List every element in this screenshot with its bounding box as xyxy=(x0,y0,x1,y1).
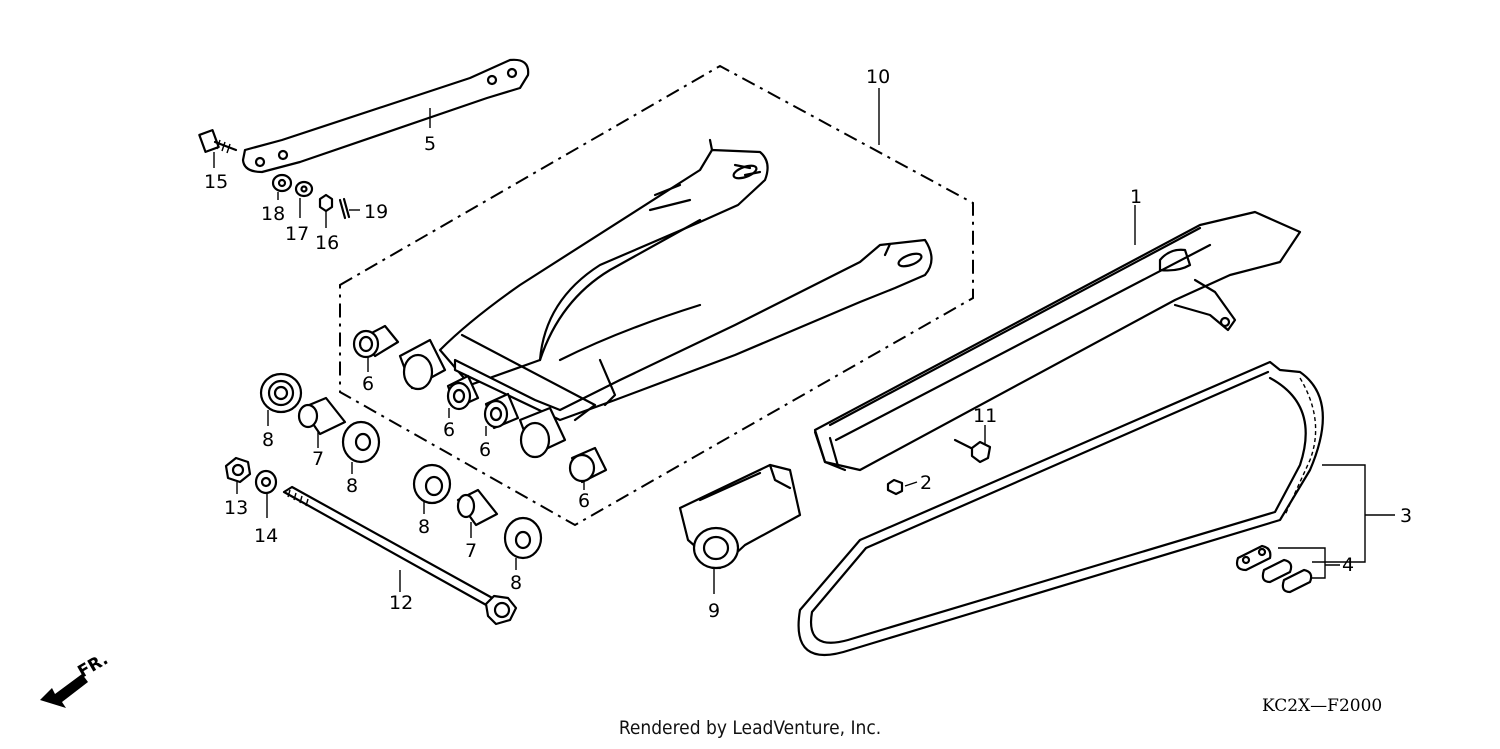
callout-15: 15 xyxy=(204,171,228,193)
callout-6c: 6 xyxy=(479,439,491,461)
pivot-collar-6f[interactable] xyxy=(568,446,608,484)
rendered-by-credit: Rendered by LeadVenture, Inc. xyxy=(618,717,882,739)
callout-17: 17 xyxy=(285,223,309,245)
callout-10: 10 xyxy=(866,66,890,88)
drive-chain-3[interactable] xyxy=(797,360,1324,657)
bolt-15[interactable] xyxy=(198,129,238,154)
washer-17[interactable] xyxy=(294,180,314,198)
washer-14[interactable] xyxy=(254,469,278,495)
bearing-8a[interactable] xyxy=(259,372,303,414)
callout-5: 5 xyxy=(424,133,436,155)
bolt-2[interactable] xyxy=(886,478,904,496)
swingarm-assembly-outline xyxy=(339,64,974,527)
swingarm[interactable] xyxy=(438,138,933,422)
callout-4: 4 xyxy=(1342,554,1354,576)
front-direction-arrow-icon: FR. xyxy=(40,649,112,708)
pivot-collar-6b[interactable] xyxy=(398,338,447,391)
washer-18[interactable] xyxy=(271,173,293,193)
callout-18: 18 xyxy=(261,203,285,225)
callout-14: 14 xyxy=(254,525,278,547)
callout-8b: 8 xyxy=(346,475,358,497)
callout-6d: 6 xyxy=(578,490,590,512)
callout-3: 3 xyxy=(1400,505,1412,527)
callout-11: 11 xyxy=(973,405,997,427)
callout-7a: 7 xyxy=(312,448,324,470)
collar-7a[interactable] xyxy=(297,396,347,436)
leader-lines xyxy=(213,88,1395,594)
collar-7b[interactable] xyxy=(456,488,499,527)
pivot-bolt-12[interactable] xyxy=(282,485,518,626)
callout-7b: 7 xyxy=(465,540,477,562)
bearing-8c[interactable] xyxy=(412,463,452,505)
callout-19: 19 xyxy=(364,201,388,223)
nut-13[interactable] xyxy=(224,456,252,484)
diagram-code: KC2X—F2000 xyxy=(1262,696,1383,716)
callout-8d: 8 xyxy=(510,572,522,594)
bearing-8d[interactable] xyxy=(503,516,543,560)
pivot-collar-6a[interactable] xyxy=(352,324,400,359)
pivot-collar-6e[interactable] xyxy=(518,406,567,459)
callout-8a: 8 xyxy=(262,429,274,451)
cotter-pin-19[interactable] xyxy=(338,197,351,220)
bearing-8b[interactable] xyxy=(341,420,381,464)
callout-12: 12 xyxy=(389,592,413,614)
callout-1: 1 xyxy=(1130,186,1142,208)
pivot-collar-6c[interactable] xyxy=(446,374,480,411)
callout-numbers: 1 2 3 4 5 6 6 6 6 7 7 8 8 8 8 9 10 11 12… xyxy=(204,66,1412,622)
master-link-4[interactable] xyxy=(1235,544,1313,594)
callout-2: 2 xyxy=(920,472,932,494)
nut-16[interactable] xyxy=(318,193,334,213)
chain-slider-9[interactable] xyxy=(678,463,802,570)
torque-link[interactable] xyxy=(241,58,530,174)
callout-8c: 8 xyxy=(418,516,430,538)
callout-16: 16 xyxy=(315,232,339,254)
callout-9: 9 xyxy=(708,600,720,622)
chain-case-1[interactable] xyxy=(813,210,1302,472)
callout-6a: 6 xyxy=(362,373,374,395)
pivot-collar-6d[interactable] xyxy=(483,392,520,430)
callout-13: 13 xyxy=(224,497,248,519)
callout-6b: 6 xyxy=(443,419,455,441)
bolt-11[interactable] xyxy=(953,438,992,464)
